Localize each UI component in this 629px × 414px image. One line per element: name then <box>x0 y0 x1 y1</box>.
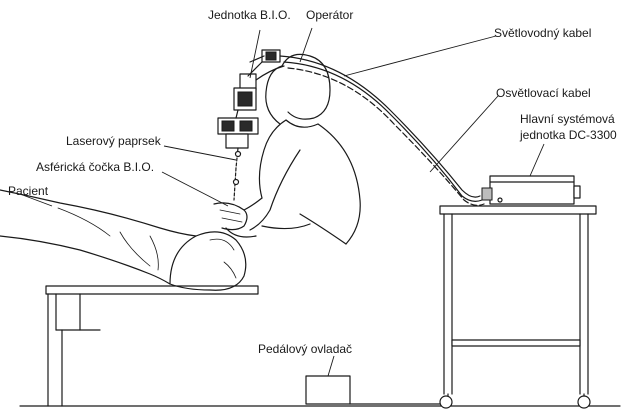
label-aspheric-lens: Asférická čočka B.I.O. <box>36 160 154 174</box>
label-foot-pedal: Pedálový ovladač <box>258 342 352 356</box>
label-bio-unit: Jednotka B.I.O. <box>208 8 291 22</box>
label-laser-beam: Laserový paprsek <box>66 134 161 148</box>
label-light-cable: Světlovodný kabel <box>494 26 591 40</box>
operator-figure <box>214 54 360 244</box>
main-system-unit <box>482 176 580 204</box>
bio-headset <box>234 50 284 110</box>
label-patient: Pacient <box>8 184 48 198</box>
patient-figure <box>0 190 246 290</box>
laser-delivery-unit <box>218 110 258 200</box>
label-illumination-cable: Osvětlovací kabel <box>496 86 591 100</box>
cables <box>280 56 484 205</box>
label-main-unit-line1: Hlavní systémová <box>520 112 615 126</box>
foot-pedal <box>306 376 440 404</box>
label-operator: Operátor <box>306 8 353 22</box>
equipment-cart <box>440 206 596 408</box>
label-main-unit-line2: jednotka DC-3300 <box>520 128 617 142</box>
patient-table <box>46 286 258 406</box>
leader-lines <box>20 28 544 376</box>
